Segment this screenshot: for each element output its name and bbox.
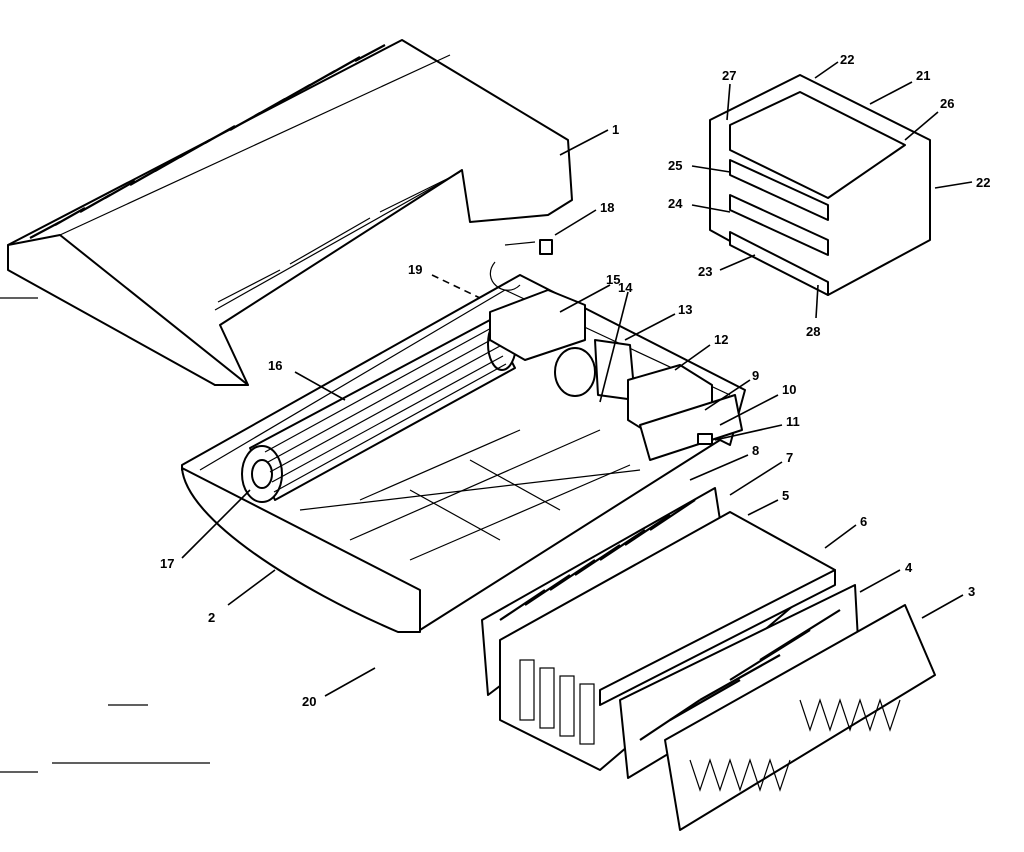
callout-23: 23: [698, 264, 712, 279]
roller-drum: [241, 317, 517, 503]
filter-box: [709, 74, 931, 296]
callout-1: 1: [612, 122, 619, 137]
callout-11: 11: [786, 414, 800, 429]
motor-assembly: [489, 289, 743, 461]
callout-17: 17: [160, 556, 174, 571]
callout-21: 21: [916, 68, 930, 83]
callout-27: 27: [722, 68, 736, 83]
callouts: 1 2 3 4 5 6 7 8 9 10 11 12 13 14 15 16 1: [160, 52, 990, 709]
callout-2: 2: [208, 610, 215, 625]
clip-parts: [489, 239, 553, 291]
callout-7: 7: [786, 450, 793, 465]
callout-18: 18: [600, 200, 614, 215]
front-grille: [664, 604, 936, 831]
callout-22-right: 22: [976, 175, 990, 190]
callout-16: 16: [268, 358, 282, 373]
callout-26: 26: [940, 96, 954, 111]
top-cover: [7, 39, 573, 386]
callout-24: 24: [668, 196, 683, 211]
callout-3: 3: [968, 584, 975, 599]
callout-4: 4: [905, 560, 913, 575]
callout-20: 20: [302, 694, 316, 709]
callout-14: 14: [618, 280, 633, 295]
callout-5: 5: [782, 488, 789, 503]
callout-28: 28: [806, 324, 820, 339]
callout-12: 12: [714, 332, 728, 347]
callout-13: 13: [678, 302, 692, 317]
callout-15: 15: [606, 272, 620, 287]
callout-25: 25: [668, 158, 682, 173]
callout-8: 8: [752, 443, 759, 458]
callout-9: 9: [752, 368, 759, 383]
edge-marks: [0, 297, 210, 773]
callout-19: 19: [408, 262, 422, 277]
callout-22-top: 22: [840, 52, 854, 67]
callout-6: 6: [860, 514, 867, 529]
callout-10: 10: [782, 382, 796, 397]
